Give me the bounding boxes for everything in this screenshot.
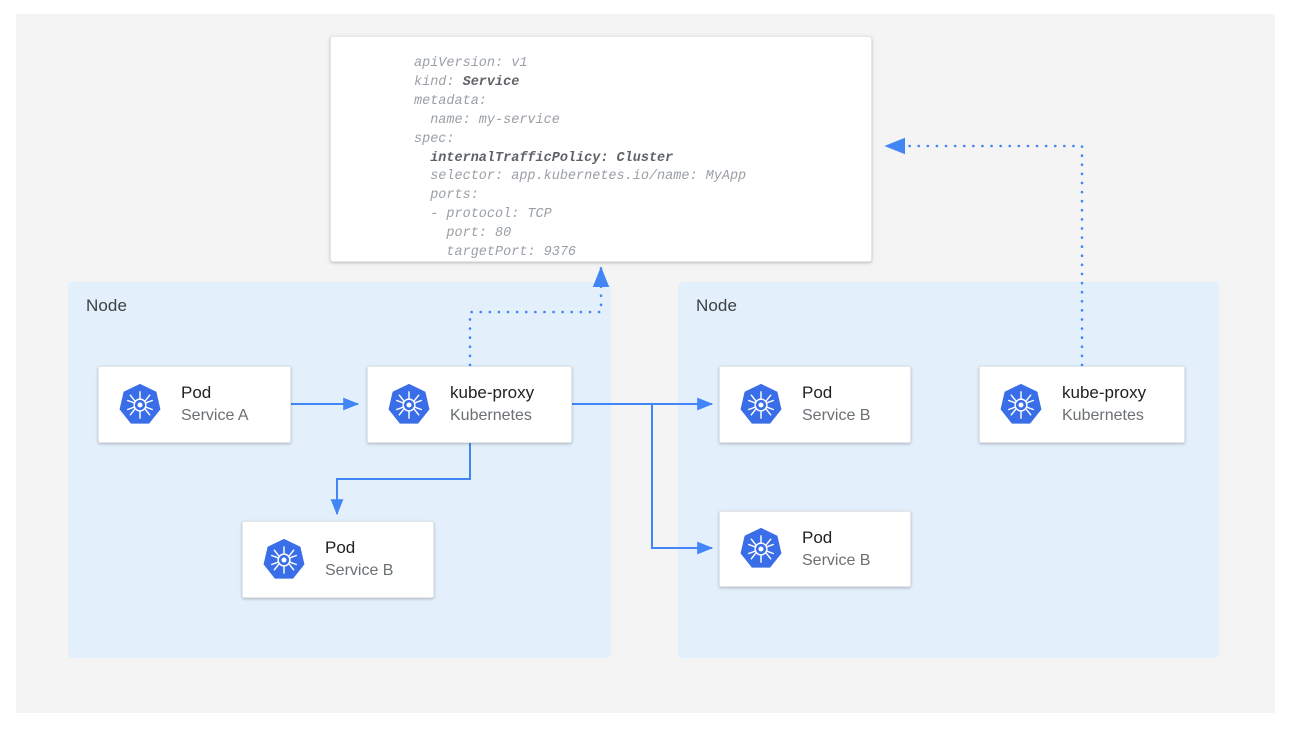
card-text-pod-service-b-right-top: Pod Service B bbox=[802, 383, 870, 425]
card-text-pod-service-a: Pod Service A bbox=[181, 383, 249, 425]
card-text-kube-proxy-right: kube-proxy Kubernetes bbox=[1062, 383, 1146, 425]
node-label-right: Node bbox=[696, 296, 738, 315]
yaml-line-11: targetPort: 9376 bbox=[414, 245, 577, 261]
kubernetes-icon bbox=[738, 382, 784, 428]
card-subtitle: Service B bbox=[802, 551, 871, 569]
node-box-left bbox=[68, 282, 611, 658]
card-kube-proxy-right[interactable]: kube-proxy Kubernetes bbox=[979, 366, 1185, 443]
yaml-line-5: spec: bbox=[414, 131, 455, 147]
yaml-line-2-key: kind: bbox=[414, 74, 463, 90]
yaml-line-9: - protocol: TCP bbox=[414, 207, 552, 223]
yaml-line-2-value: Service bbox=[462, 74, 520, 90]
kubernetes-icon bbox=[998, 382, 1044, 428]
yaml-line-1: apiVersion: v1 bbox=[414, 56, 528, 71]
yaml-line-10: port: 80 bbox=[414, 226, 512, 242]
node-label-left: Node bbox=[86, 296, 128, 315]
card-subtitle: Kubernetes bbox=[1062, 407, 1144, 425]
node-box-right bbox=[678, 282, 1219, 658]
card-kube-proxy-left[interactable]: kube-proxy Kubernetes bbox=[367, 366, 572, 443]
service-manifest-panel: apiVersion: v1 kind: Service metadata: n… bbox=[330, 36, 872, 262]
card-subtitle: Kubernetes bbox=[450, 407, 532, 425]
yaml-line-6: internalTrafficPolicy: Cluster bbox=[414, 150, 674, 166]
kubernetes-icon bbox=[261, 537, 307, 583]
card-title: Pod bbox=[802, 527, 833, 547]
yaml-line-3: metadata: bbox=[414, 93, 487, 109]
card-pod-service-b-right-bottom[interactable]: Pod Service B bbox=[719, 511, 911, 587]
card-title: kube-proxy bbox=[450, 383, 535, 403]
card-title: Pod bbox=[181, 383, 212, 403]
card-subtitle: Service A bbox=[181, 407, 249, 425]
yaml-line-7: selector: app.kubernetes.io/name: MyApp bbox=[414, 169, 747, 185]
kubernetes-icon bbox=[386, 382, 432, 428]
yaml-line-8: ports: bbox=[414, 188, 479, 204]
card-subtitle: Service B bbox=[325, 562, 394, 580]
card-title: kube-proxy bbox=[1062, 383, 1147, 403]
card-pod-service-b-left[interactable]: Pod Service B bbox=[242, 521, 434, 598]
card-pod-service-a[interactable]: Pod Service A bbox=[98, 366, 291, 443]
card-text-pod-service-b-left: Pod Service B bbox=[325, 538, 393, 580]
kubernetes-icon bbox=[117, 382, 163, 428]
yaml-line-4: name: my-service bbox=[414, 112, 560, 128]
card-pod-service-b-right-top[interactable]: Pod Service B bbox=[719, 366, 911, 443]
card-text-kube-proxy-left: kube-proxy Kubernetes bbox=[450, 383, 534, 425]
card-subtitle: Service B bbox=[802, 407, 871, 425]
card-title: Pod bbox=[802, 383, 833, 403]
kubernetes-icon bbox=[738, 526, 784, 572]
card-title: Pod bbox=[325, 538, 356, 558]
card-text-pod-service-b-right-bottom: Pod Service B bbox=[802, 528, 870, 570]
service-manifest-code: apiVersion: v1 kind: Service metadata: n… bbox=[414, 55, 746, 263]
